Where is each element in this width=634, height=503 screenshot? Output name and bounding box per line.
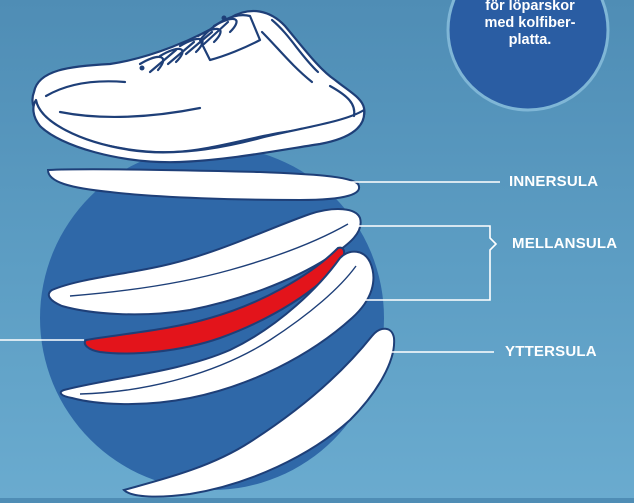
label-yttersula: YTTERSULA: [505, 343, 597, 360]
label-innersula: INNERSULA: [509, 173, 598, 190]
badge-line-3: platta.: [470, 32, 590, 49]
badge-text: för löparskor med kolfiber- platta.: [470, 0, 590, 49]
badge-line-2: med kolfiber-: [470, 15, 590, 32]
label-mellansula: MELLANSULA: [512, 235, 617, 252]
badge-line-1: för löparskor: [470, 0, 590, 15]
shoe-upper: [32, 11, 364, 162]
